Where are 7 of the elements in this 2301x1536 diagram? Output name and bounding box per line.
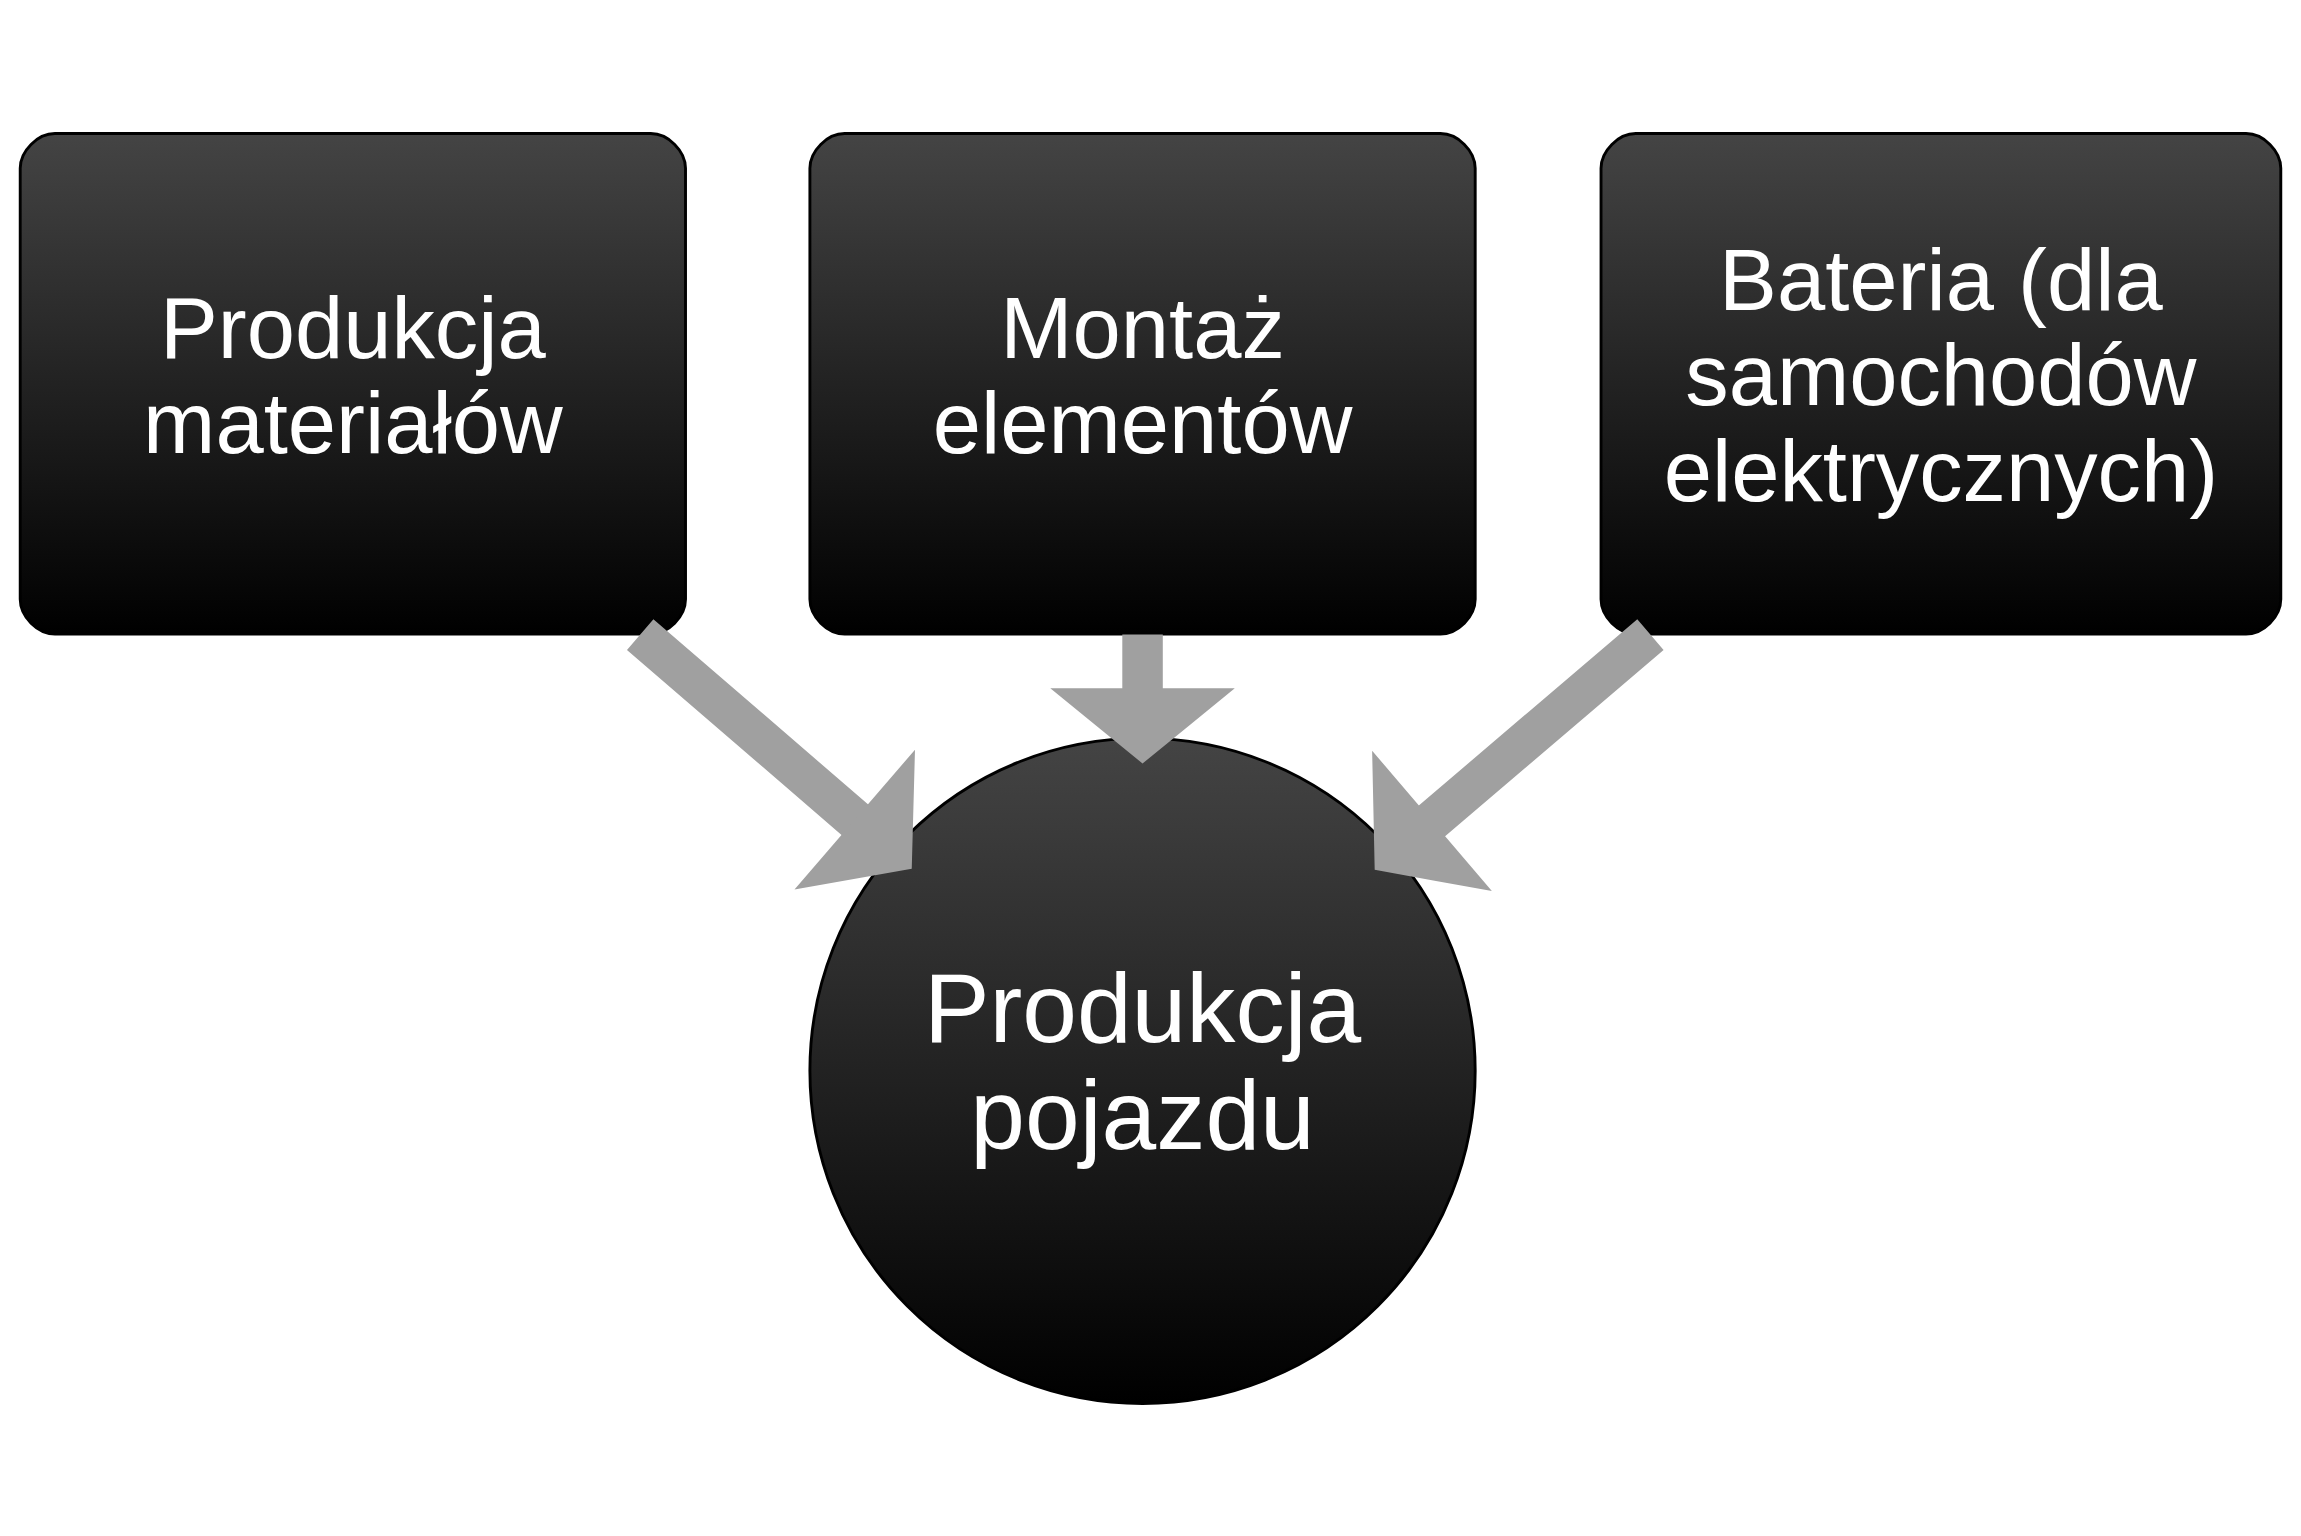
arrow — [1050, 634, 1235, 764]
arrow — [627, 618, 915, 889]
node-box: Produkcja materiałów — [18, 131, 687, 635]
arrow — [1372, 618, 1664, 891]
node-box: Montaż elementów — [808, 131, 1477, 635]
node-box: Bateria (dla samochodów elektrycznych) — [1599, 131, 2283, 635]
node-circle: Produkcja pojazdu — [808, 736, 1477, 1405]
